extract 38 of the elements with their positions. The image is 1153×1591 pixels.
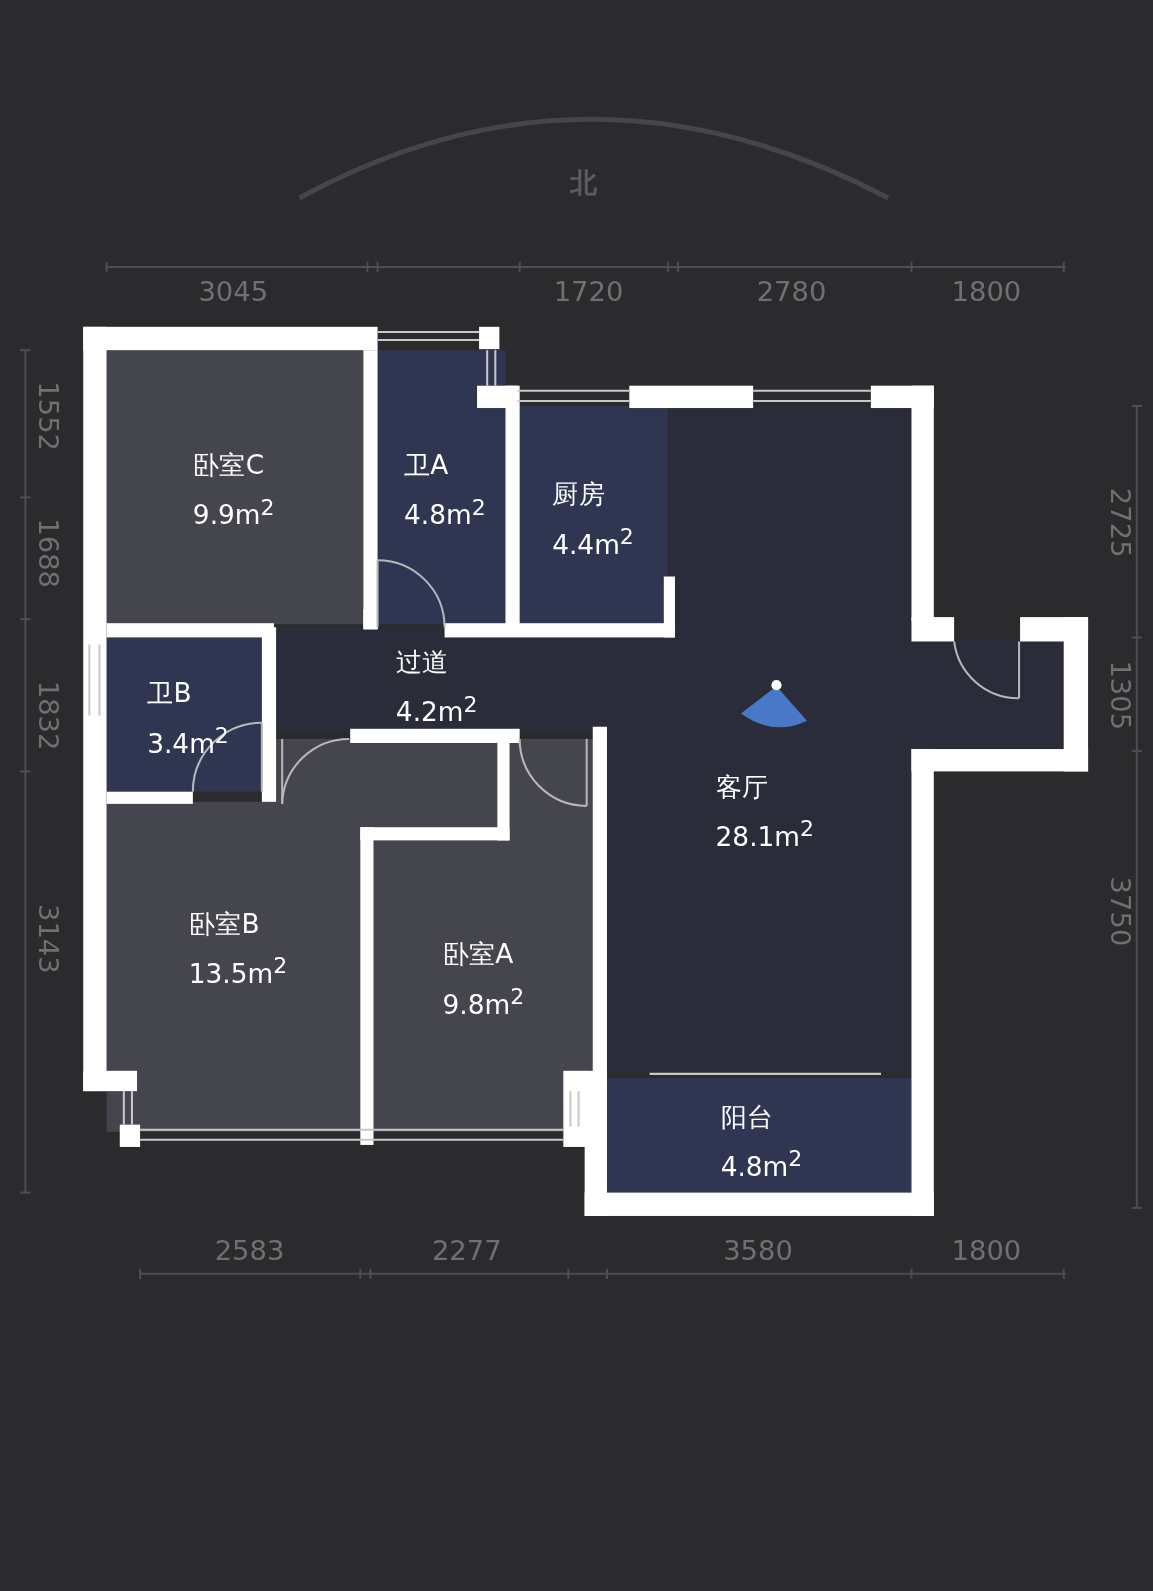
- dimension-label: 1720: [553, 277, 624, 308]
- dimension-label: 2725: [1104, 487, 1135, 558]
- room-name: 厨房: [552, 478, 606, 512]
- room-name: 卫B: [147, 677, 193, 711]
- dimension-label: 3143: [32, 904, 63, 974]
- area-label: 4.4m$^{2}$: [552, 522, 634, 562]
- room-name: 卫A: [403, 448, 450, 483]
- room-name: 过道: [395, 645, 450, 679]
- area-label: 4.8m$^{2}$: [720, 1144, 803, 1185]
- area-label: 4.8m$^{2}$: [403, 493, 486, 533]
- dimension-label: 1800: [951, 1235, 1022, 1266]
- dimension-label: 3750: [1104, 876, 1135, 947]
- area-label: 9.8m$^{2}$: [442, 982, 525, 1022]
- room-floor: [606, 1077, 912, 1194]
- dimension-label: 2780: [756, 277, 827, 308]
- dimension-label: 1832: [32, 680, 63, 751]
- dimension-label: 1305: [1104, 660, 1135, 731]
- room-floor: [106, 350, 364, 625]
- dimension-label: 1688: [32, 518, 63, 589]
- dimension-label: 3045: [198, 277, 269, 308]
- dimension-label: 3580: [723, 1235, 793, 1266]
- dimension-label: 2277: [431, 1235, 502, 1266]
- room-floor: [377, 350, 506, 625]
- room-name: 客厅: [715, 770, 770, 804]
- area-label: 4.2m$^{2}$: [395, 690, 478, 730]
- room-name: 阳台: [720, 1100, 775, 1134]
- room-name: 卧室A: [442, 937, 515, 972]
- room-floor: [373, 738, 594, 1132]
- room-floor: [106, 637, 262, 792]
- dimension-label: 1800: [951, 277, 1022, 308]
- dimension-label: 1552: [32, 381, 63, 451]
- dimension-label: 2583: [214, 1235, 285, 1266]
- area-label: 28.1m$^{2}$: [715, 815, 815, 855]
- area-label: 13.5m$^{2}$: [188, 952, 288, 992]
- room-floor: [519, 406, 668, 625]
- room-name: 卧室B: [188, 907, 261, 941]
- room-name: 卧室C: [192, 448, 266, 483]
- area-label: 9.9m$^{2}$: [192, 493, 275, 533]
